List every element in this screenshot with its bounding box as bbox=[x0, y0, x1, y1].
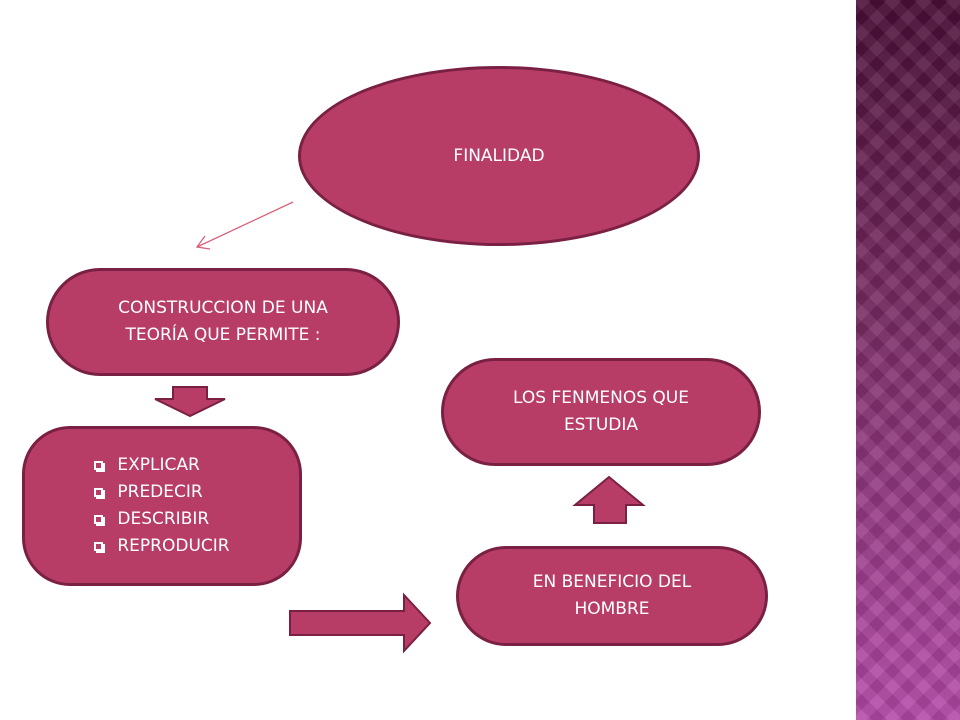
list-item-label: REPRODUCIR bbox=[117, 536, 230, 556]
decorative-side-band bbox=[856, 0, 960, 720]
node-finalidad-label: FINALIDAD bbox=[453, 145, 545, 166]
node-purpose-list: EXPLICAR PREDECIR DESCRIBIR REPRODUCIR bbox=[22, 426, 302, 586]
purpose-list: EXPLICAR PREDECIR DESCRIBIR REPRODUCIR bbox=[94, 452, 230, 560]
list-item-label: DESCRIBIR bbox=[117, 509, 210, 529]
up-block-arrow bbox=[572, 475, 646, 524]
checkbox-bullet-icon bbox=[94, 515, 104, 524]
right-block-arrow bbox=[289, 592, 432, 654]
node-fenomenos-line2: ESTUDIA bbox=[563, 415, 639, 435]
node-fenomenos-line1: LOS FENMENOS QUE bbox=[513, 388, 689, 408]
node-finalidad: FINALIDAD bbox=[298, 66, 700, 246]
list-item-label: EXPLICAR bbox=[117, 455, 200, 475]
node-construccion-line2: TEORÍA QUE PERMITE : bbox=[125, 325, 321, 345]
checkbox-bullet-icon bbox=[94, 461, 104, 470]
node-beneficio-line2: HOMBRE bbox=[574, 599, 650, 619]
list-item: REPRODUCIR bbox=[94, 533, 230, 560]
node-beneficio-line1: EN BENEFICIO DEL bbox=[532, 572, 692, 592]
list-item: PREDECIR bbox=[94, 479, 229, 506]
node-construccion-line1: CONSTRUCCION DE UNA bbox=[118, 298, 328, 318]
node-construccion: CONSTRUCCION DE UNA TEORÍA QUE PERMITE : bbox=[46, 268, 400, 376]
list-item: EXPLICAR bbox=[94, 452, 229, 479]
list-item-label: PREDECIR bbox=[117, 482, 203, 502]
thin-connector-arrow bbox=[195, 201, 294, 250]
node-beneficio: EN BENEFICIO DEL HOMBRE bbox=[456, 546, 768, 646]
node-fenomenos: LOS FENMENOS QUE ESTUDIA bbox=[441, 358, 761, 466]
down-block-arrow bbox=[154, 386, 226, 418]
list-item: DESCRIBIR bbox=[94, 506, 229, 533]
checkbox-bullet-icon bbox=[94, 488, 104, 497]
checkbox-bullet-icon bbox=[94, 542, 104, 551]
